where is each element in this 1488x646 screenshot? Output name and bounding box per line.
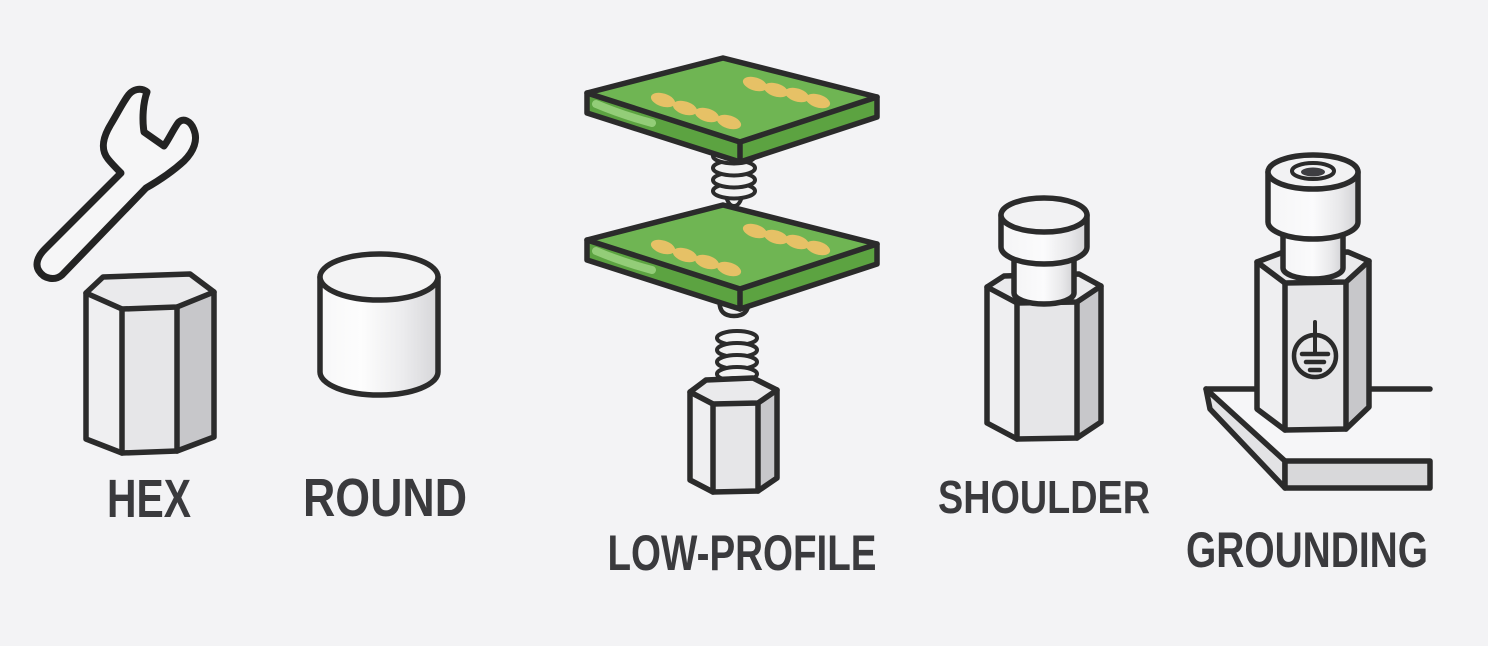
grounding-cap: [1265, 152, 1361, 242]
label-hex: HEX: [107, 469, 191, 529]
shoulder-cap: [998, 195, 1090, 267]
low-profile-assembly: [584, 55, 880, 495]
round-standoff: [317, 251, 441, 398]
grounding-standoff-group: [1203, 152, 1433, 491]
cap-hole: [1290, 161, 1336, 181]
solder-pads: [650, 223, 831, 277]
pcb-board-top: [584, 55, 880, 165]
low-profile-standoff-body: [687, 375, 780, 495]
shoulder-standoff: [984, 195, 1104, 442]
label-grounding: GROUNDING: [1186, 522, 1428, 578]
label-low-profile: LOW-PROFILE: [608, 525, 877, 581]
label-shoulder: SHOULDER: [938, 471, 1150, 523]
hex-standoff: [83, 271, 217, 456]
pcb-board-bottom: [584, 202, 880, 312]
ground-symbol-icon: [1291, 320, 1339, 380]
solder-pads: [650, 76, 831, 130]
label-round: ROUND: [303, 468, 467, 528]
wrench-icon: [33, 85, 200, 282]
